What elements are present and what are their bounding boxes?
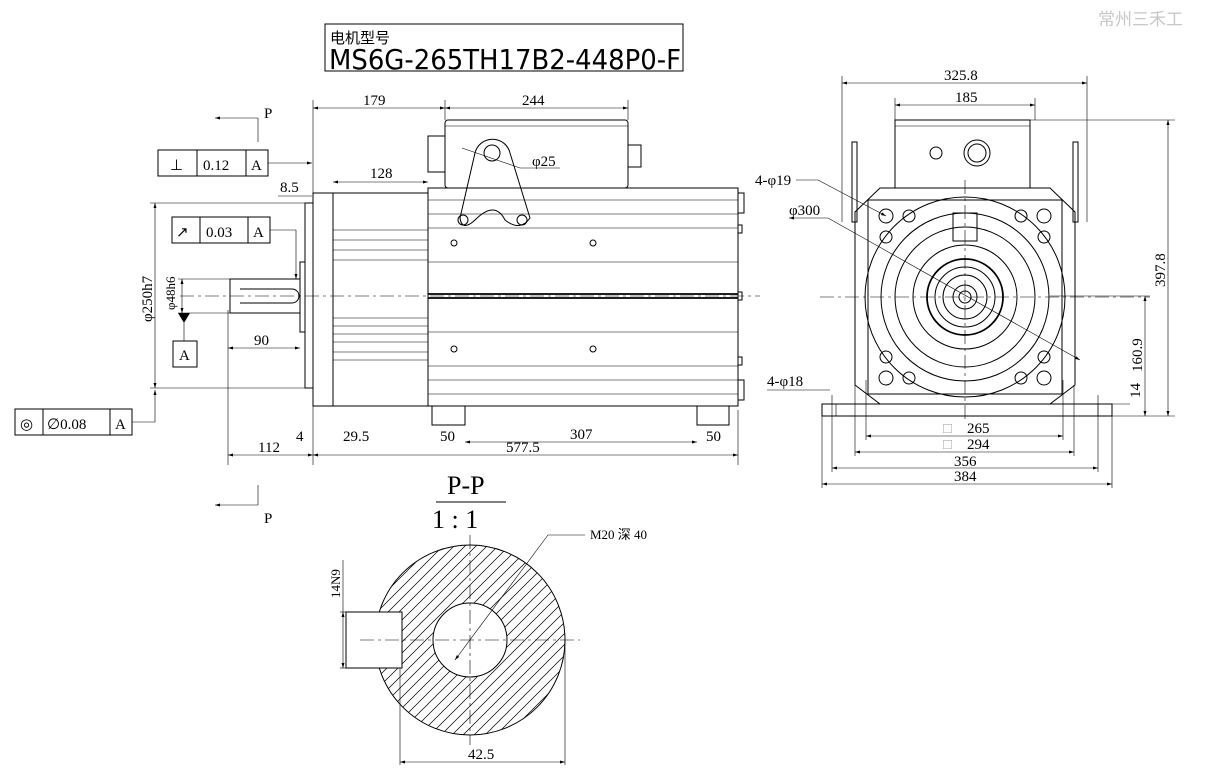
- perpendicularity-frame: ⊥ 0.12 A: [157, 149, 312, 177]
- dim-384: 384: [954, 469, 977, 485]
- marker-label: P: [264, 511, 272, 527]
- section-marker-bottom: P: [215, 485, 272, 527]
- hatch-line: [375, 545, 537, 735]
- hatch-line: [491, 545, 565, 735]
- front-view: [820, 119, 1150, 420]
- hatch-line: [375, 545, 460, 735]
- dim-294: 294: [967, 437, 990, 453]
- dim-577-5: 577.5: [506, 440, 540, 456]
- dim-29-5: 29.5: [343, 429, 369, 445]
- title-block: 电机型号 MS6G-265TH17B2-448P0-F: [324, 23, 684, 76]
- note-4-phi-18: 4-φ18: [767, 374, 803, 390]
- hatch-line: [375, 545, 471, 735]
- hatch-line: [375, 545, 482, 735]
- tolerance-value: 0.03: [206, 225, 232, 241]
- dim-50-right: 50: [706, 429, 721, 445]
- datum-ref: A: [115, 417, 126, 433]
- hatch-line: [480, 545, 565, 735]
- marker-label: P: [264, 106, 272, 122]
- square-symbol: □: [943, 437, 952, 453]
- dim-14n9: 14N9: [328, 569, 343, 598]
- hatch-line: [580, 530, 800, 750]
- title-label: 电机型号: [330, 29, 390, 47]
- watermark: 常州三禾工: [1098, 10, 1183, 30]
- concentricity-frame: ◎ ∅0.08 A: [14, 390, 157, 436]
- side-view-dimensions: 179 244 128 8.5 112 577.5 307 50 50 4 29…: [140, 93, 739, 465]
- datum-label: A: [179, 348, 190, 364]
- thread-note: M20 深 40: [590, 527, 647, 542]
- datum-ref: A: [251, 158, 262, 174]
- model-number: MS6G-265TH17B2-448P0-F: [329, 43, 681, 76]
- runout-frame: ↗ 0.03 A: [171, 216, 298, 279]
- dim-phi-250: φ250h7: [140, 275, 156, 322]
- dim-265: 265: [967, 421, 990, 437]
- tolerance-value: 0.12: [203, 158, 229, 174]
- section-title: P-P: [447, 471, 485, 500]
- tolerance-value: ∅0.08: [47, 417, 86, 433]
- square-symbol: □: [943, 421, 952, 437]
- runout-icon: ↗: [176, 225, 189, 241]
- dim-112: 112: [258, 440, 280, 456]
- dim-244: 244: [522, 93, 545, 109]
- hatch-line: [151, 530, 371, 750]
- hatch-line: [375, 545, 449, 735]
- dim-phi-25: φ25: [532, 154, 556, 170]
- dim-128: 128: [370, 166, 393, 182]
- hatch-line: [140, 530, 360, 750]
- dim-160-9: 160.9: [1130, 338, 1146, 372]
- dim-307: 307: [570, 427, 593, 443]
- dim-50-left: 50: [440, 429, 455, 445]
- dim-179: 179: [363, 93, 386, 109]
- screw-icon: [450, 239, 597, 353]
- front-view-dimensions: 325.8 185 397.8 160.9 14 □ 265 □ 294 356…: [755, 68, 1175, 488]
- section-view: P-P 1 : 1 M20 深 40 14N9 42.5: [140, 471, 800, 765]
- dim-42-5: 42.5: [468, 747, 494, 763]
- section-scale: 1 : 1: [432, 505, 478, 534]
- dim-8-5: 8.5: [280, 180, 299, 196]
- side-view: [180, 119, 760, 426]
- hatch-line: [469, 545, 565, 735]
- dim-4: 4: [296, 429, 304, 445]
- concentricity-icon: ◎: [20, 417, 33, 433]
- hatch-line: [458, 545, 565, 735]
- dim-90: 90: [254, 333, 269, 349]
- section-marker-top: P: [215, 106, 272, 142]
- perpendicularity-icon: ⊥: [170, 158, 183, 174]
- hatch-line: [569, 530, 789, 750]
- datum-ref: A: [253, 225, 264, 241]
- dim-185: 185: [955, 90, 978, 106]
- dim-phi-48: φ48h6: [163, 276, 178, 310]
- lifting-eye: [459, 138, 531, 226]
- datum-a: A: [172, 313, 198, 368]
- dim-325-8: 325.8: [944, 68, 978, 84]
- note-4-phi-19: 4-φ19: [755, 173, 791, 189]
- hatch-line: [447, 545, 565, 735]
- dim-phi-300: φ300: [789, 203, 820, 219]
- hatch-line: [557, 545, 565, 735]
- dim-397-8: 397.8: [1153, 253, 1169, 287]
- dim-14: 14: [1128, 383, 1144, 399]
- dim-356: 356: [954, 454, 977, 470]
- hatch-line: [414, 545, 565, 735]
